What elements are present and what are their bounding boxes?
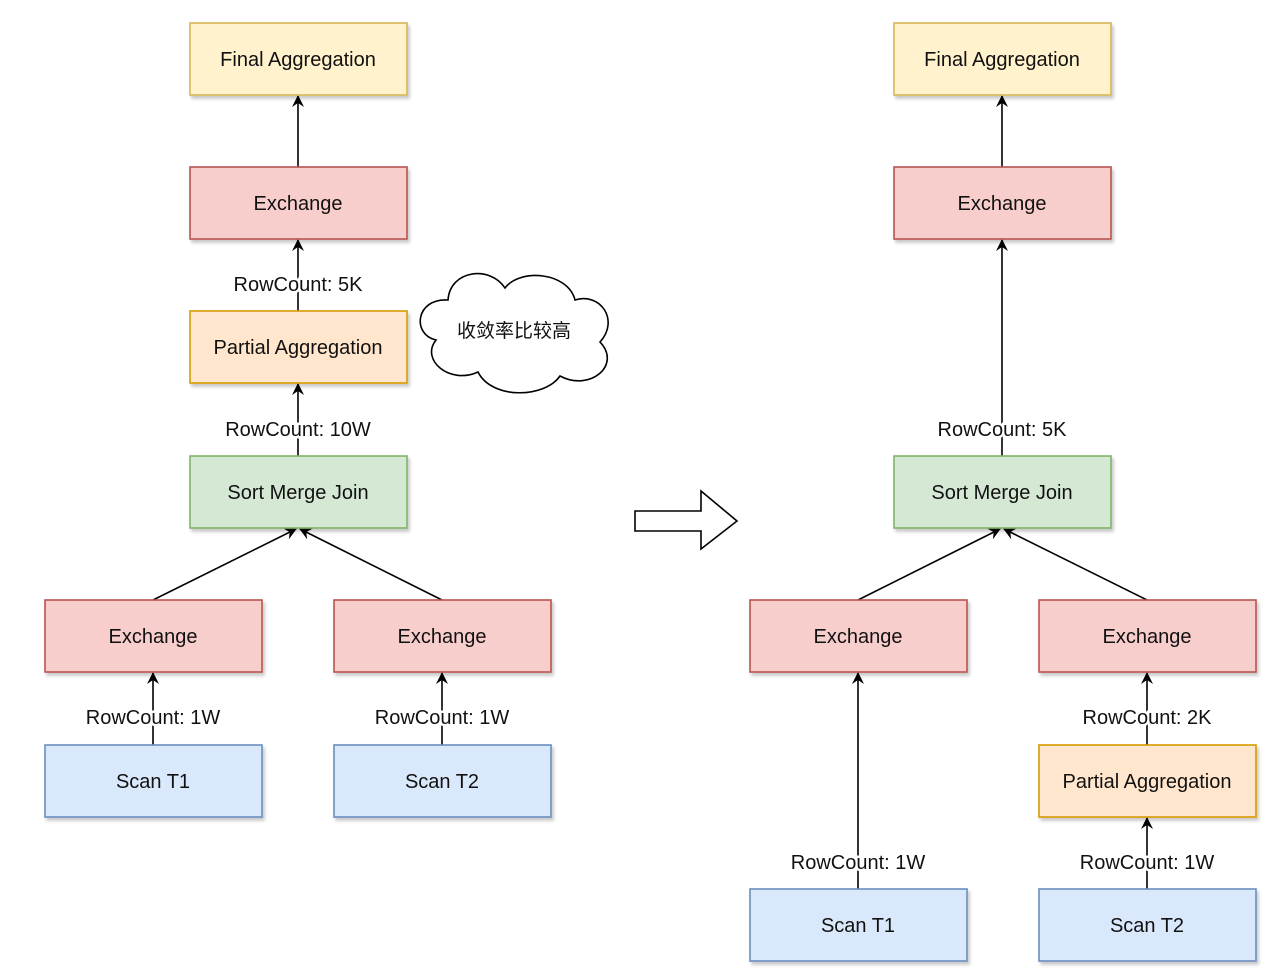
- rowcount-label: RowCount: 5K: [234, 274, 364, 296]
- right-exchange-left-node: Exchange: [749, 599, 968, 673]
- node-label: Exchange: [1103, 626, 1192, 648]
- right-scan-t2-node: Scan T2: [1038, 888, 1257, 962]
- node-label: Scan T2: [1110, 915, 1184, 937]
- edge-right-exchange-r-to-join: [1003, 528, 1148, 601]
- left-edges: [147, 95, 448, 745]
- node-label: Scan T1: [821, 915, 895, 937]
- rowcount-label: RowCount: 1W: [1080, 852, 1215, 874]
- node-label: Exchange: [254, 193, 343, 215]
- edge-left-exchange-l-to-join: [152, 528, 297, 601]
- left-partial-aggregation-node: Partial Aggregation: [189, 310, 408, 384]
- cloud-note: 收敛率比较高: [419, 272, 609, 394]
- cloud-note-text: 收敛率比较高: [457, 320, 571, 342]
- node-label: Partial Aggregation: [1062, 771, 1231, 793]
- left-scan-t2-node: Scan T2: [333, 744, 552, 818]
- right-partial-aggregation-node: Partial Aggregation: [1038, 744, 1257, 818]
- left-exchange-right-node: Exchange: [333, 599, 552, 673]
- node-label: Exchange: [814, 626, 903, 648]
- node-label: Partial Aggregation: [213, 337, 382, 359]
- rowcount-label: RowCount: 2K: [1083, 707, 1213, 729]
- left-sort-merge-join-node: Sort Merge Join: [189, 455, 408, 529]
- left-exchange-top-node: Exchange: [189, 166, 408, 240]
- rowcount-label: RowCount: 1W: [86, 707, 221, 729]
- node-label: Final Aggregation: [220, 49, 376, 71]
- rowcount-label: RowCount: 1W: [791, 852, 926, 874]
- right-exchange-right-node: Exchange: [1038, 599, 1257, 673]
- node-label: Scan T2: [405, 771, 479, 793]
- right-exchange-top-node: Exchange: [893, 166, 1112, 240]
- right-sort-merge-join-node: Sort Merge Join: [893, 455, 1112, 529]
- node-label: Sort Merge Join: [931, 482, 1072, 504]
- node-label: Exchange: [109, 626, 198, 648]
- edge-left-exchange-r-to-join: [299, 528, 443, 601]
- rowcount-label: RowCount: 1W: [375, 707, 510, 729]
- node-label: Exchange: [398, 626, 487, 648]
- node-label: Sort Merge Join: [227, 482, 368, 504]
- right-final-aggregation-node: Final Aggregation: [893, 22, 1112, 96]
- left-exchange-left-node: Exchange: [44, 599, 263, 673]
- right-scan-t1-node: Scan T1: [749, 888, 968, 962]
- left-scan-t1-node: Scan T1: [44, 744, 263, 818]
- edge-right-exchange-l-to-join: [857, 528, 1001, 601]
- left-final-aggregation-node: Final Aggregation: [189, 22, 408, 96]
- node-label: Exchange: [958, 193, 1047, 215]
- rowcount-label: RowCount: 10W: [225, 419, 371, 441]
- node-label: Final Aggregation: [924, 49, 1080, 71]
- cloud-icon: [419, 272, 609, 394]
- node-label: Scan T1: [116, 771, 190, 793]
- right-arrow-icon: [634, 489, 739, 551]
- rowcount-label: RowCount: 5K: [938, 419, 1068, 441]
- right-edges: [852, 95, 1153, 889]
